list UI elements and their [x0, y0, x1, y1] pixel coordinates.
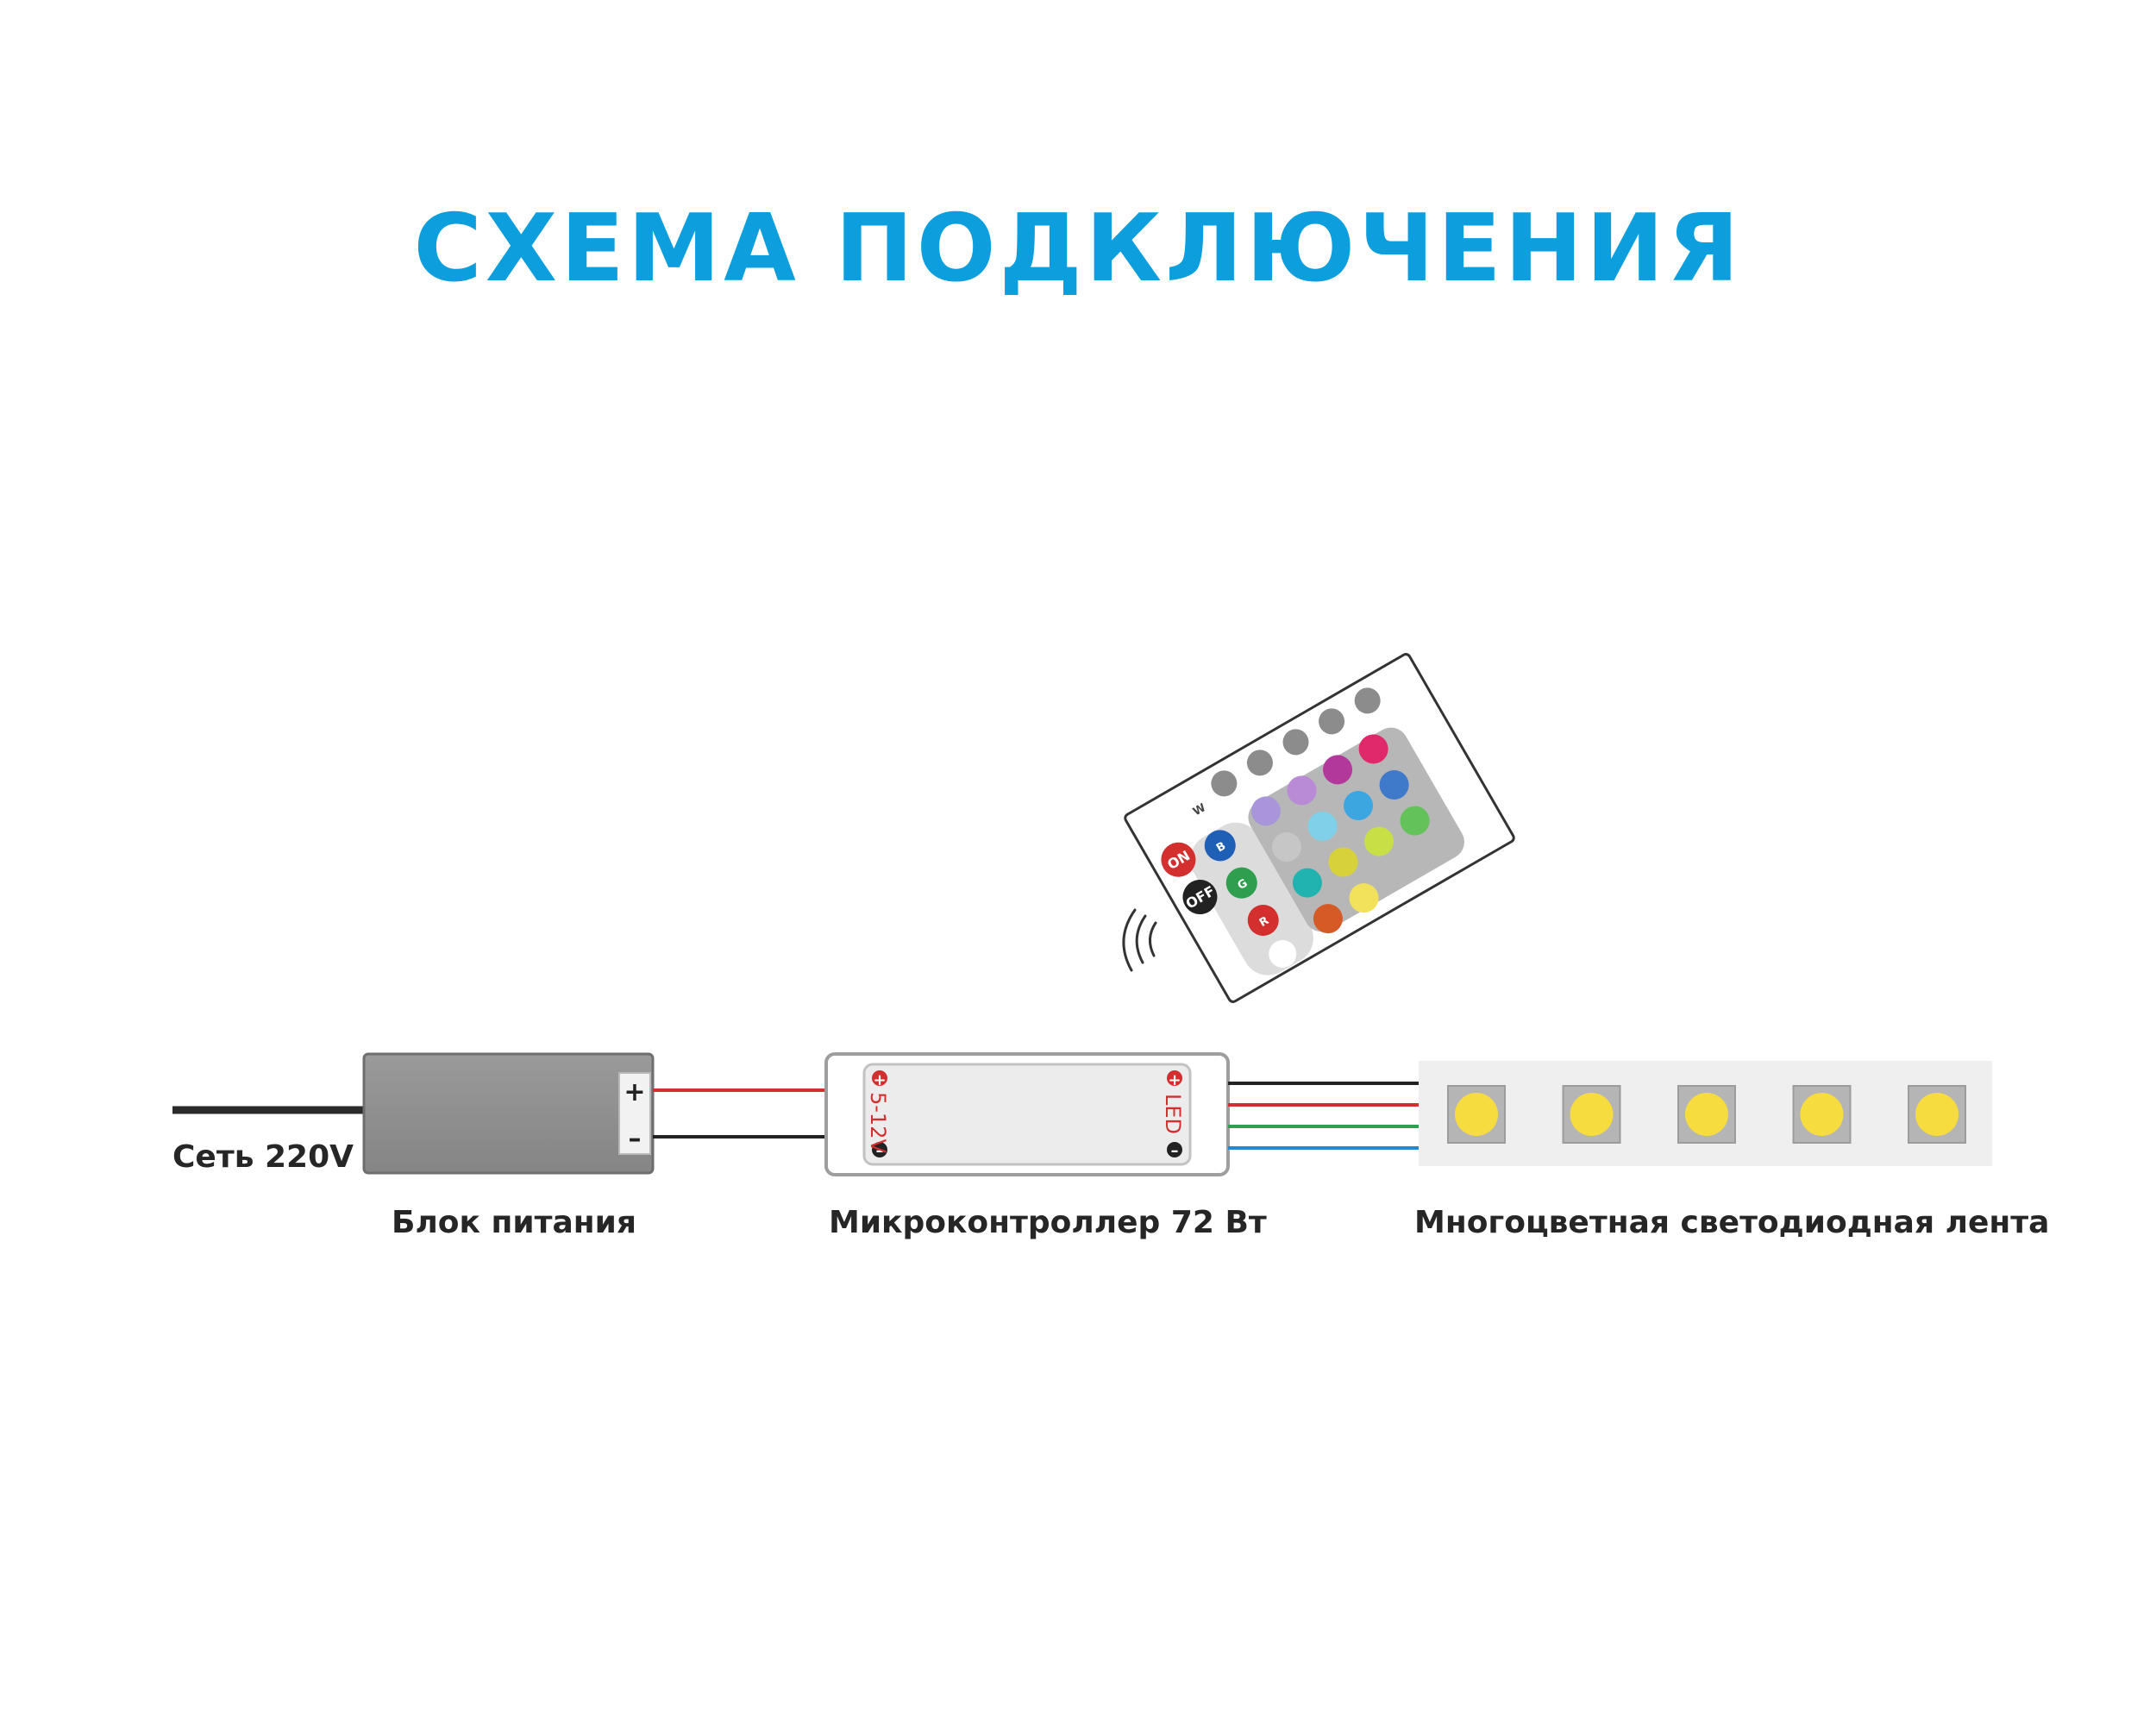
remote-g-button: G	[1225, 867, 1257, 899]
remote-color-button	[1379, 770, 1409, 800]
remote-b-button: B	[1204, 830, 1236, 862]
controller-label: Микроконтроллер 72 Вт	[829, 1205, 1267, 1240]
remote-color-button	[1250, 796, 1281, 826]
led-chip	[1677, 1085, 1736, 1144]
power-supply-terminal	[618, 1072, 651, 1155]
page-title: СХЕМА ПОДКЛЮЧЕНИЯ	[413, 195, 1743, 303]
controller-input-minus: –	[876, 1142, 884, 1160]
remote-off-button: OFF	[1182, 880, 1218, 914]
remote-color-button	[1358, 734, 1388, 764]
remote-mode-button	[1319, 708, 1345, 735]
remote-speed-up-icon	[1269, 939, 1297, 968]
led-strip	[1419, 1061, 1992, 1166]
remote-on-button: ON	[1161, 842, 1196, 877]
power-supply-label: Блок питания	[392, 1205, 636, 1240]
remote-color-button	[1307, 812, 1338, 841]
controller-output-label: LED	[1161, 1094, 1185, 1134]
remote-r-button: R	[1247, 904, 1279, 936]
led-chip	[1908, 1085, 1966, 1144]
controller-output-minus: –	[1171, 1142, 1179, 1160]
power-supply-plus: +	[624, 1077, 645, 1107]
remote-w-button: W	[1182, 793, 1214, 825]
remote-color-button	[1344, 791, 1374, 820]
mains-label: Сеть 220V	[172, 1139, 354, 1175]
remote-color-button	[1349, 883, 1379, 913]
led-strip-label: Многоцветная светодиодная лента	[1414, 1205, 2050, 1240]
controller-output-minus-marker	[1167, 1142, 1182, 1157]
ir-signal-icon	[1122, 908, 1157, 972]
remote-speed-down-icon	[1288, 973, 1316, 1001]
remote-color-button	[1292, 868, 1322, 898]
led-chip	[1562, 1085, 1621, 1144]
remote-mode-button	[1211, 770, 1238, 797]
controller-input-minus-marker	[872, 1142, 887, 1157]
remote-mode-button	[1246, 750, 1273, 776]
remote-color-button	[1364, 826, 1395, 856]
remote-color-button	[1313, 904, 1343, 934]
remote-mode-button	[1354, 687, 1381, 714]
controller-input-plus: +	[873, 1071, 886, 1089]
remote-color-button	[1323, 755, 1353, 785]
controller-output-plus-marker	[1167, 1070, 1182, 1086]
controller-output-plus: +	[1168, 1071, 1181, 1089]
led-chip	[1792, 1085, 1852, 1144]
controller-input-plus-marker	[872, 1070, 887, 1086]
led-chip	[1447, 1085, 1506, 1144]
remote-mode-button	[1282, 729, 1309, 756]
remote-color-button	[1400, 806, 1430, 836]
power-supply-minus: –	[629, 1124, 642, 1154]
power-supply-unit: + –	[362, 1052, 655, 1175]
rgb-controller: + – 5-12V + – LED	[824, 1052, 1230, 1176]
controller-input-label: 5-12V	[866, 1092, 890, 1153]
remote-color-button	[1287, 775, 1317, 806]
remote-w-button-text: W	[1191, 801, 1208, 819]
remote-color-button	[1328, 847, 1358, 877]
remote-color-button	[1271, 832, 1301, 862]
